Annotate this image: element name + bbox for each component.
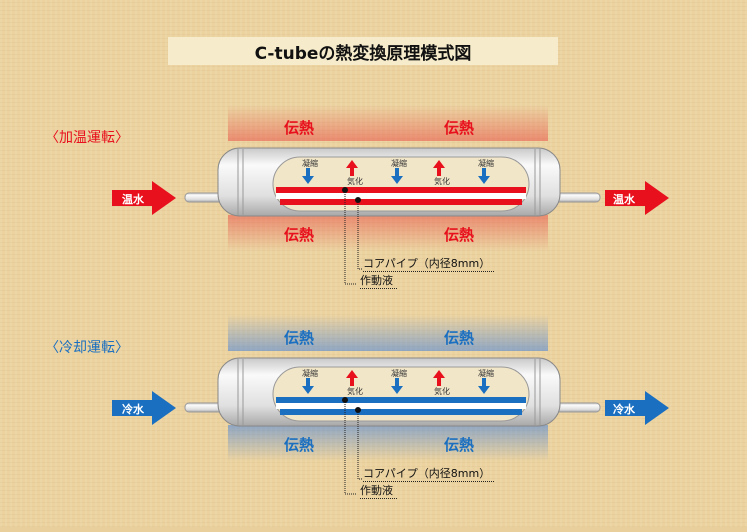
cooling-section: 〈冷却運転〉 伝熱 伝熱 伝熱 伝熱 凝縮 凝縮 凝縮 気化 気化 冷水 冷水 … bbox=[0, 315, 747, 532]
heat-band-bottom bbox=[228, 425, 548, 461]
outlet-arrow-icon bbox=[605, 391, 669, 425]
vaporize-label: 気化 bbox=[434, 177, 450, 186]
inlet-water-label: 温水 bbox=[122, 193, 144, 206]
condense-label: 凝縮 bbox=[391, 159, 407, 168]
core-pipe-bottom bbox=[280, 409, 522, 415]
tube-graphic bbox=[112, 147, 669, 285]
condense-label: 凝縮 bbox=[478, 159, 494, 168]
heat-transfer-label: 伝熱 bbox=[284, 329, 315, 347]
fluid-marker bbox=[342, 397, 348, 403]
tube-graphic bbox=[112, 357, 669, 495]
working-fluid-callout: 作動液 bbox=[360, 272, 397, 289]
condense-arrow-icons bbox=[302, 168, 490, 184]
heat-transfer-label: 伝熱 bbox=[444, 226, 475, 244]
inlet-water-label: 冷水 bbox=[122, 403, 144, 416]
vaporize-label: 気化 bbox=[434, 387, 450, 396]
vaporize-label: 気化 bbox=[347, 387, 363, 396]
heat-transfer-label: 伝熱 bbox=[444, 119, 475, 137]
heat-transfer-label: 伝熱 bbox=[444, 329, 475, 347]
condense-label: 凝縮 bbox=[302, 369, 318, 378]
vaporize-arrow-icons bbox=[346, 160, 445, 176]
core-pipe-top bbox=[276, 397, 526, 403]
working-fluid-callout: 作動液 bbox=[360, 482, 397, 499]
outlet-water-label: 冷水 bbox=[613, 403, 635, 416]
heat-transfer-label: 伝熱 bbox=[284, 226, 315, 244]
vaporize-arrow-icons bbox=[346, 370, 445, 386]
heat-band-bottom bbox=[228, 215, 548, 251]
heat-band-top bbox=[228, 105, 548, 141]
inlet-arrow-icon bbox=[112, 391, 176, 425]
pipe-marker bbox=[355, 197, 361, 203]
heat-transfer-label: 伝熱 bbox=[444, 436, 475, 454]
heat-transfer-label: 伝熱 bbox=[284, 119, 315, 137]
mode-label: 〈冷却運転〉 bbox=[45, 340, 129, 356]
pipe-marker bbox=[355, 407, 361, 413]
inlet-arrow-icon bbox=[112, 181, 176, 215]
condense-arrow-icons bbox=[302, 378, 490, 394]
condense-label: 凝縮 bbox=[302, 159, 318, 168]
core-pipe-callout: コアパイプ（内径8mm） bbox=[363, 255, 495, 272]
fluid-marker bbox=[342, 187, 348, 193]
mode-label: 〈加温運転〉 bbox=[45, 130, 129, 146]
outlet-arrow-icon bbox=[605, 181, 669, 215]
core-pipe-callout: コアパイプ（内径8mm） bbox=[363, 465, 495, 482]
diagram-title: C-tubeの熱変換原理模式図 bbox=[168, 37, 558, 65]
condense-label: 凝縮 bbox=[478, 369, 494, 378]
outlet-water-label: 温水 bbox=[613, 193, 635, 206]
heating-section: 〈加温運転〉 伝熱 伝熱 伝熱 伝熱 凝縮 凝縮 凝縮 気化 気化 温水 温水 … bbox=[0, 105, 747, 322]
core-pipe-bottom bbox=[280, 199, 522, 205]
heat-band-top bbox=[228, 315, 548, 351]
condense-label: 凝縮 bbox=[391, 369, 407, 378]
vaporize-label: 気化 bbox=[347, 177, 363, 186]
heat-transfer-label: 伝熱 bbox=[284, 436, 315, 454]
core-pipe-top bbox=[276, 187, 526, 193]
